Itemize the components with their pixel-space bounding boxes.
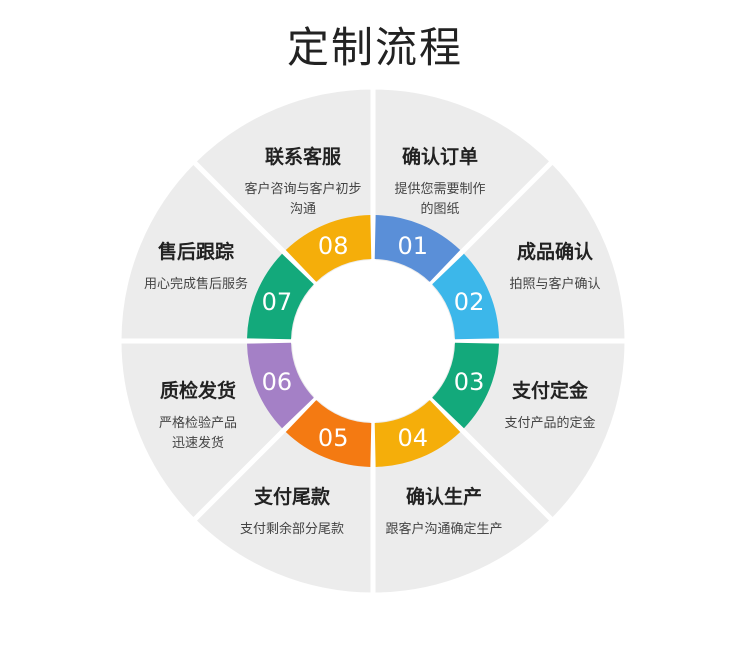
ring-segment-07	[247, 253, 314, 340]
step-description: 提供您需要制作	[394, 181, 485, 197]
step-number-08: 08	[318, 232, 349, 260]
step-number-05: 05	[318, 424, 349, 452]
step-title: 支付定金	[511, 379, 589, 402]
center-circle	[292, 260, 454, 422]
step-title: 质检发货	[160, 379, 236, 402]
ring-segment-05	[285, 400, 372, 467]
step-number-04: 04	[398, 424, 429, 452]
ring-segment-02	[432, 253, 499, 340]
step-description: 客户咨询与客户初步	[244, 181, 361, 197]
step-title: 成品确认	[517, 240, 593, 263]
step-description: 拍照与客户确认	[509, 276, 600, 292]
step-title: 售后跟踪	[157, 240, 234, 263]
step-description: 支付产品的定金	[504, 415, 595, 431]
step-number-01: 01	[398, 232, 429, 260]
step-title: 联系客服	[265, 145, 342, 168]
step-description: 支付剩余部分尾款	[240, 521, 344, 537]
step-title: 确认订单	[402, 145, 478, 168]
step-description: 严格检验产品	[159, 415, 237, 431]
ring-segment-04	[374, 400, 461, 467]
step-description: 跟客户沟通确定生产	[385, 521, 502, 537]
ring-segment-08	[285, 215, 372, 282]
ring-segment-06	[247, 342, 314, 429]
page-title: 定制流程	[286, 23, 463, 72]
step-number-06: 06	[262, 368, 293, 396]
ring-segment-01	[374, 215, 461, 282]
step-title: 确认生产	[406, 485, 482, 508]
step-description: 迅速发货	[172, 435, 224, 451]
step-number-07: 07	[262, 288, 293, 316]
ring-segment-03	[432, 342, 499, 429]
step-description: 用心完成售后服务	[144, 276, 248, 292]
step-title: 支付尾款	[253, 485, 331, 508]
step-number-03: 03	[454, 368, 485, 396]
step-number-02: 02	[454, 288, 485, 316]
step-description: 的图纸	[420, 201, 459, 217]
step-description: 沟通	[290, 202, 316, 217]
